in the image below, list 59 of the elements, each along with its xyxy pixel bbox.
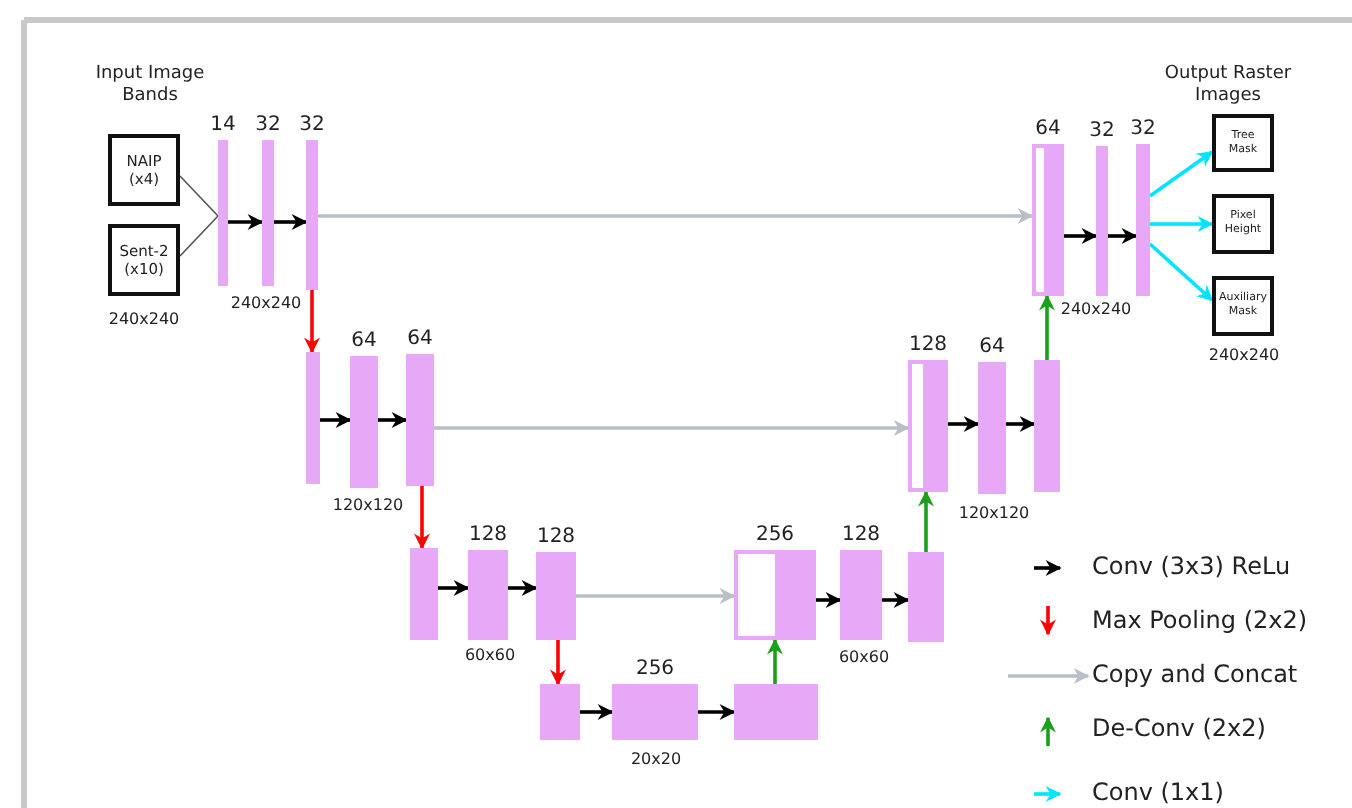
size-label: 60x60: [838, 650, 890, 666]
channel-count: 32: [299, 114, 325, 140]
channel-count: 128: [841, 524, 881, 550]
arrow: [576, 588, 736, 604]
legend-text: Max Pooling (2x2): [1092, 608, 1308, 632]
arrow: [1006, 416, 1036, 432]
size-label: 240x240: [1060, 302, 1132, 318]
connector-line: [179, 175, 219, 217]
size-label: 240x240: [108, 312, 180, 328]
arrow: [1108, 228, 1138, 244]
arrow: [434, 420, 910, 436]
size-label: 120x120: [332, 498, 404, 514]
arrow: [1039, 294, 1055, 360]
arrow: [948, 416, 980, 432]
arrow: [1150, 216, 1214, 232]
arrow: [918, 490, 934, 552]
arrow: [508, 580, 538, 596]
channel-count: 14: [210, 114, 236, 140]
section-heading: Input Image Bands: [93, 64, 207, 109]
channel-count: 64: [979, 336, 1005, 362]
channel-count: 128: [468, 524, 508, 550]
channel-count: 256: [755, 524, 795, 550]
legend-text: Conv (1x1): [1092, 780, 1224, 804]
channel-count: 128: [536, 526, 576, 552]
arrow: [378, 412, 408, 428]
size-label: 60x60: [464, 648, 516, 664]
size-label: 120x120: [958, 506, 1030, 522]
channel-count: 128: [908, 334, 948, 360]
channel-count: 64: [351, 330, 377, 356]
channel-count: 256: [635, 658, 675, 684]
channel-count: 32: [1089, 120, 1115, 146]
channel-count: 32: [1130, 118, 1156, 144]
arrow: [304, 290, 320, 354]
legend-text: Conv (3x3) ReLu: [1092, 554, 1291, 578]
size-label: 20x20: [630, 752, 682, 768]
size-label: 240x240: [1208, 348, 1280, 364]
channel-count: 32: [255, 114, 281, 140]
legend-text: De-Conv (2x2): [1092, 716, 1266, 740]
arrow: [1064, 228, 1098, 244]
arrow: [318, 208, 1034, 224]
channel-count: 64: [1035, 118, 1061, 144]
arrow: [320, 412, 352, 428]
arrow: [816, 592, 842, 608]
size-label: 240x240: [230, 296, 302, 312]
channel-count: 64: [407, 328, 433, 354]
arrow: [698, 704, 736, 720]
arrow: [228, 214, 264, 230]
arrow: [580, 704, 614, 720]
arrow: [438, 580, 470, 596]
arrow: [414, 486, 430, 550]
legend-text: Copy and Concat: [1092, 662, 1298, 686]
arrow: [1148, 242, 1214, 302]
section-heading: Output Raster Images: [1162, 64, 1294, 109]
arrow: [550, 640, 566, 686]
arrow: [274, 214, 308, 230]
connector-line: [179, 215, 219, 257]
arrow: [767, 638, 783, 684]
arrow: [1148, 150, 1214, 198]
arrow: [882, 592, 910, 608]
